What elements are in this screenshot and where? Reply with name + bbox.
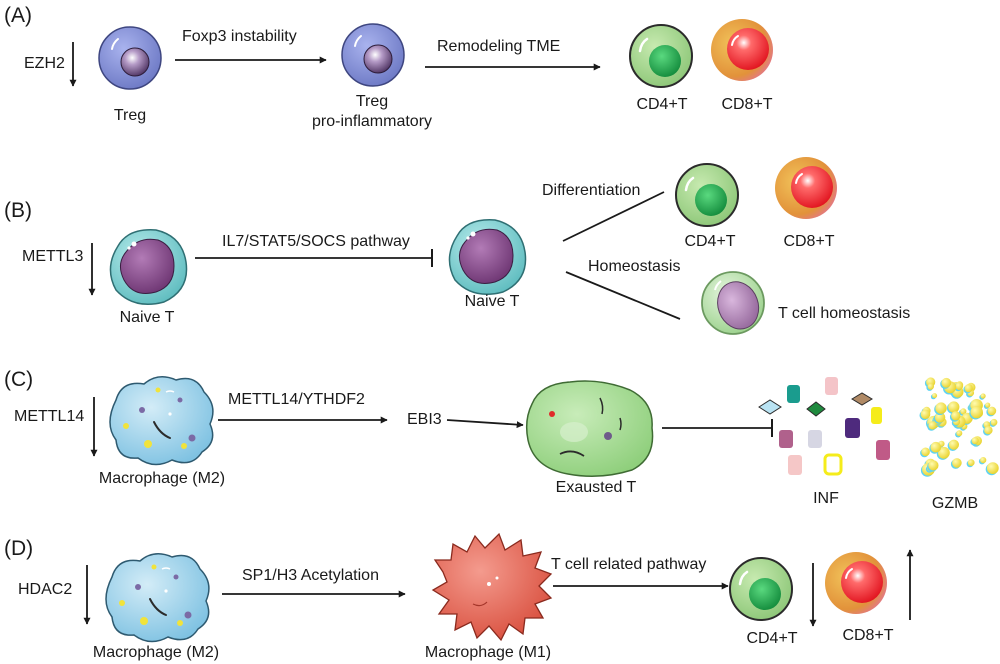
gzmb-granule (964, 384, 973, 393)
gzmb-granule (952, 458, 962, 468)
macrophage-m1-label: Macrophage (M1) (424, 644, 552, 661)
t-cell-homeostasis-label: T cell homeostasis (778, 305, 911, 322)
sp1-h3-label: SP1/H3 Acetylation (242, 567, 379, 584)
gzmb-granule (938, 446, 950, 459)
treg-cell (98, 26, 162, 90)
hdac2-label: HDAC2 (18, 581, 73, 598)
foxp3-instability-label: Foxp3 instability (182, 28, 297, 45)
mettl3-label: METTL3 (22, 248, 84, 265)
treg-proinflammatory-cell (341, 23, 405, 87)
homeostasis-t-cell (701, 271, 765, 335)
inf-cytokines (758, 377, 890, 476)
gzmb-granule (920, 409, 931, 420)
naive-t-label-1: Naive T (119, 309, 175, 326)
cd4-cell-d (728, 556, 794, 622)
cd4-label-a: CD4+T (636, 96, 688, 113)
gzmb-granule (932, 393, 938, 399)
homeostasis-label: Homeostasis (588, 258, 681, 275)
macrophage-m2-cell-c (109, 375, 214, 466)
gzmb-granule (984, 426, 993, 435)
ezh2-label: EZH2 (24, 55, 65, 72)
gzmb-granule (948, 439, 960, 450)
cd8-cell-a (710, 18, 774, 82)
gzmb-label: GZMB (931, 495, 979, 512)
gzmb-granule (928, 460, 939, 471)
gzmb-granule (985, 402, 991, 408)
cd8-cell-d (824, 551, 888, 615)
differentiation-line (562, 191, 665, 242)
gzmb-granule (990, 418, 998, 426)
gzmb-granule (970, 405, 983, 419)
cd4-label-b: CD4+T (684, 233, 736, 250)
macrophage-m2-label-d: Macrophage (M2) (92, 644, 220, 661)
panel-c-letter: (C) (4, 368, 34, 391)
gzmb-granule (955, 382, 964, 390)
remodeling-tme-label: Remodeling TME (437, 38, 561, 55)
gzmb-granule (980, 393, 986, 399)
gzmb-granule (934, 412, 946, 423)
gzmb-granule (948, 401, 960, 413)
t-cell-pathway-label: T cell related pathway (551, 556, 707, 573)
gzmb-granule (935, 402, 947, 414)
treg-line1-label: Treg (355, 93, 389, 110)
naive-t-cell-2 (448, 219, 527, 296)
gzmb-granule (967, 459, 975, 466)
macrophage-m1-cell (431, 532, 553, 642)
inf-label: INF (813, 490, 839, 507)
gzmb-granule (941, 377, 952, 388)
macrophage-m2-cell-d (105, 552, 210, 643)
naive-t-label-2: Naive T (464, 293, 520, 310)
gzmb-granule (987, 406, 997, 416)
mettl14-label: METTL14 (14, 408, 85, 425)
gzmb-granule (980, 457, 987, 464)
pro-inflammatory-label: pro-inflammatory (311, 113, 433, 130)
panel-a-letter: (A) (4, 4, 32, 27)
gzmb-granule (930, 441, 942, 453)
gzmb-granule (956, 430, 963, 437)
panel-b-letter: (B) (4, 199, 32, 222)
pathway-label: IL7/STAT5/SOCS pathway (222, 233, 410, 250)
cd8-label-d: CD8+T (842, 627, 894, 644)
gzmb-granule (960, 408, 967, 415)
gzmb-granule (971, 437, 979, 445)
gzmb-granules (919, 377, 999, 477)
cd8-label-a: CD8+T (721, 96, 773, 113)
cd8-cell-b (774, 156, 838, 220)
gzmb-granule (928, 421, 937, 430)
cd8-label-b: CD8+T (783, 233, 835, 250)
homeostasis-line (565, 271, 681, 320)
macrophage-m2-label-c: Macrophage (M2) (98, 470, 226, 487)
mettl14-ythdf2-label: METTL14/YTHDF2 (228, 391, 365, 408)
panel-d-letter: (D) (4, 537, 34, 560)
treg-label: Treg (113, 107, 147, 124)
gzmb-granule (951, 411, 961, 421)
cd4-label-d: CD4+T (746, 630, 798, 647)
cd4-cell-a (628, 23, 694, 89)
exhausted-t-label: Exausted T (555, 479, 637, 496)
gzmb-granule (921, 447, 930, 457)
ebi3-label: EBI3 (407, 411, 442, 428)
gzmb-granule (986, 462, 999, 474)
exhausted-t-cell (525, 380, 654, 477)
ebi3-arrow (446, 419, 524, 429)
gzmb-granule (927, 383, 934, 390)
differentiation-label: Differentiation (542, 182, 641, 199)
cd4-cell-b (674, 162, 740, 228)
naive-t-cell-1 (109, 229, 188, 306)
